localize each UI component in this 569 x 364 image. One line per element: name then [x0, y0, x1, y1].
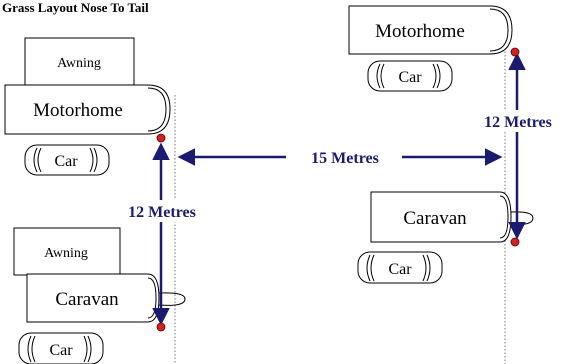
left-dimension-label: 12 Metres: [128, 204, 196, 221]
right-bottom-marker: [510, 237, 520, 247]
awning-label-2: Awning: [44, 246, 88, 261]
row-dimension-label-bg: [286, 146, 402, 168]
row-dimension-label: 15 Metres: [311, 150, 379, 167]
left-dimension-label-bg: [110, 200, 212, 222]
right-caravan: Caravan: [370, 191, 534, 243]
left-bottom-awning: Awning: [13, 227, 121, 276]
car-label-3: Car: [398, 69, 422, 86]
car-label: Car: [54, 153, 78, 170]
left-top-marker: [156, 133, 166, 143]
caravan-label-2: Caravan: [403, 208, 467, 229]
right-motorhome: Motorhome: [348, 5, 513, 55]
car-label-4: Car: [388, 261, 412, 278]
awning-label: Awning: [57, 56, 101, 71]
right-bottom-car: Car: [357, 251, 443, 284]
left-bottom-marker: [156, 322, 166, 332]
motorhome-label-2: Motorhome: [375, 21, 465, 42]
left-top-awning: Awning: [24, 37, 135, 87]
car-label-2: Car: [49, 342, 73, 359]
left-caravan: Caravan: [26, 273, 186, 323]
left-motorhome: Motorhome: [4, 84, 171, 135]
left-bottom-car: Car: [18, 332, 104, 364]
left-top-car: Car: [24, 144, 110, 176]
diagram-title: Grass Layout Nose To Tail: [2, 0, 149, 15]
caravan-label: Caravan: [55, 289, 119, 310]
right-dimension-label-bg: [470, 110, 569, 132]
right-dimension-label: 12 Metres: [484, 114, 552, 131]
motorhome-label: Motorhome: [33, 100, 123, 121]
right-top-marker: [510, 47, 520, 57]
right-top-car: Car: [367, 60, 453, 92]
